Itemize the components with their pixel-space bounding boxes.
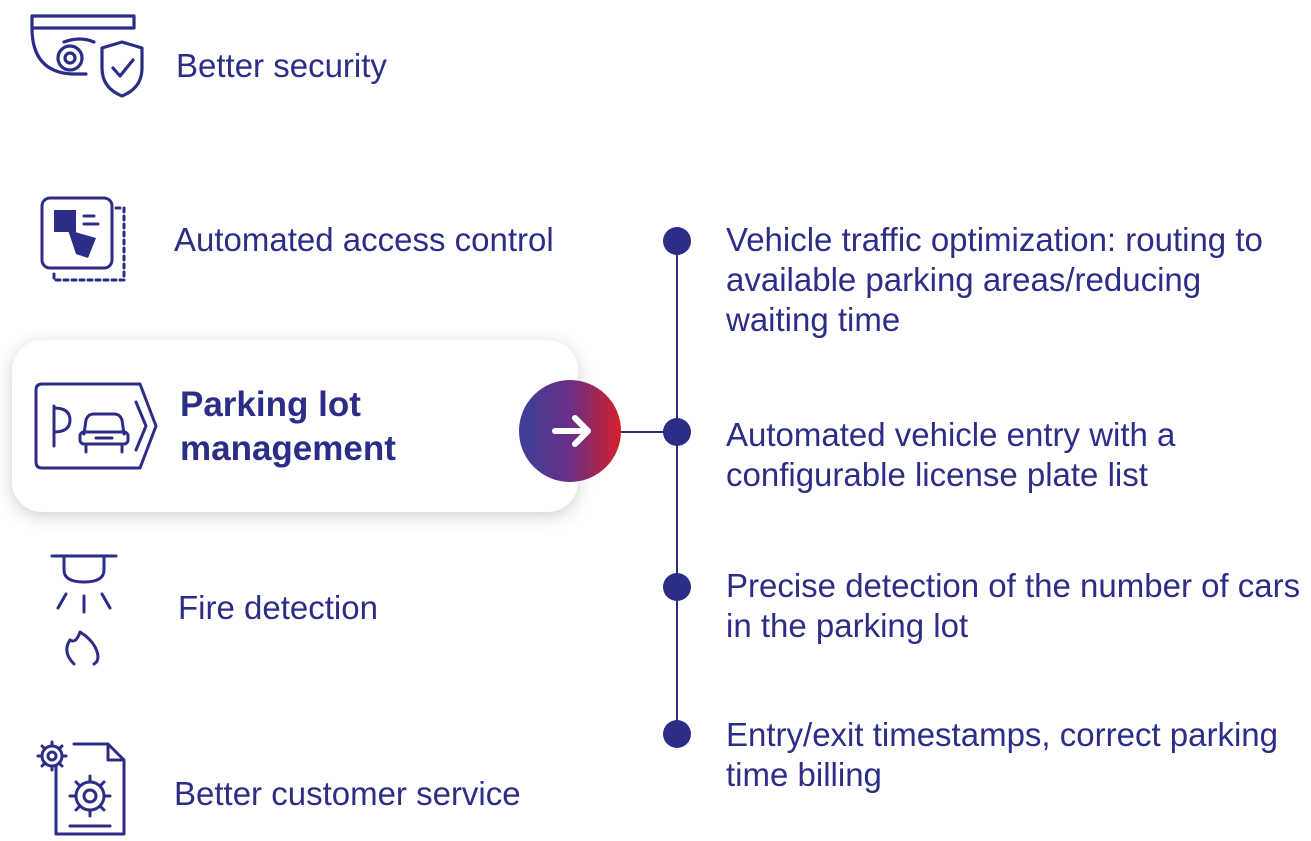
timeline-dot [663,227,691,255]
benefit-text: Entry/exit timestamps, correct parking t… [726,716,1279,793]
timeline-line [676,241,678,734]
timeline-dot [663,720,691,748]
timeline-dot [663,418,691,446]
fire-detector-icon [50,554,118,666]
access-control-card-icon [40,196,126,282]
feature-label-access-control: Automated access control [174,221,554,258]
arrow-right-icon [552,415,591,447]
security-camera-shield-icon [30,14,144,98]
card-title: Parking lot management [180,385,396,468]
timeline-dot [663,573,691,601]
benefit-text: Vehicle traffic optimization: routing to… [726,221,1263,338]
feature-label-fire-detection: Fire detection [178,589,378,626]
arrow-button[interactable] [519,380,621,482]
benefit-text: Automated vehicle entry with a configura… [726,416,1176,493]
benefit-text: Precise detection of the number of cars … [726,567,1301,644]
parking-lot-management-card[interactable] [12,340,578,512]
feature-label-security: Better security [176,47,387,84]
timeline-connector [621,431,677,433]
service-gear-document-icon [36,740,126,836]
feature-label-customer-service: Better customer service [174,775,521,812]
parking-car-icon [34,382,158,470]
